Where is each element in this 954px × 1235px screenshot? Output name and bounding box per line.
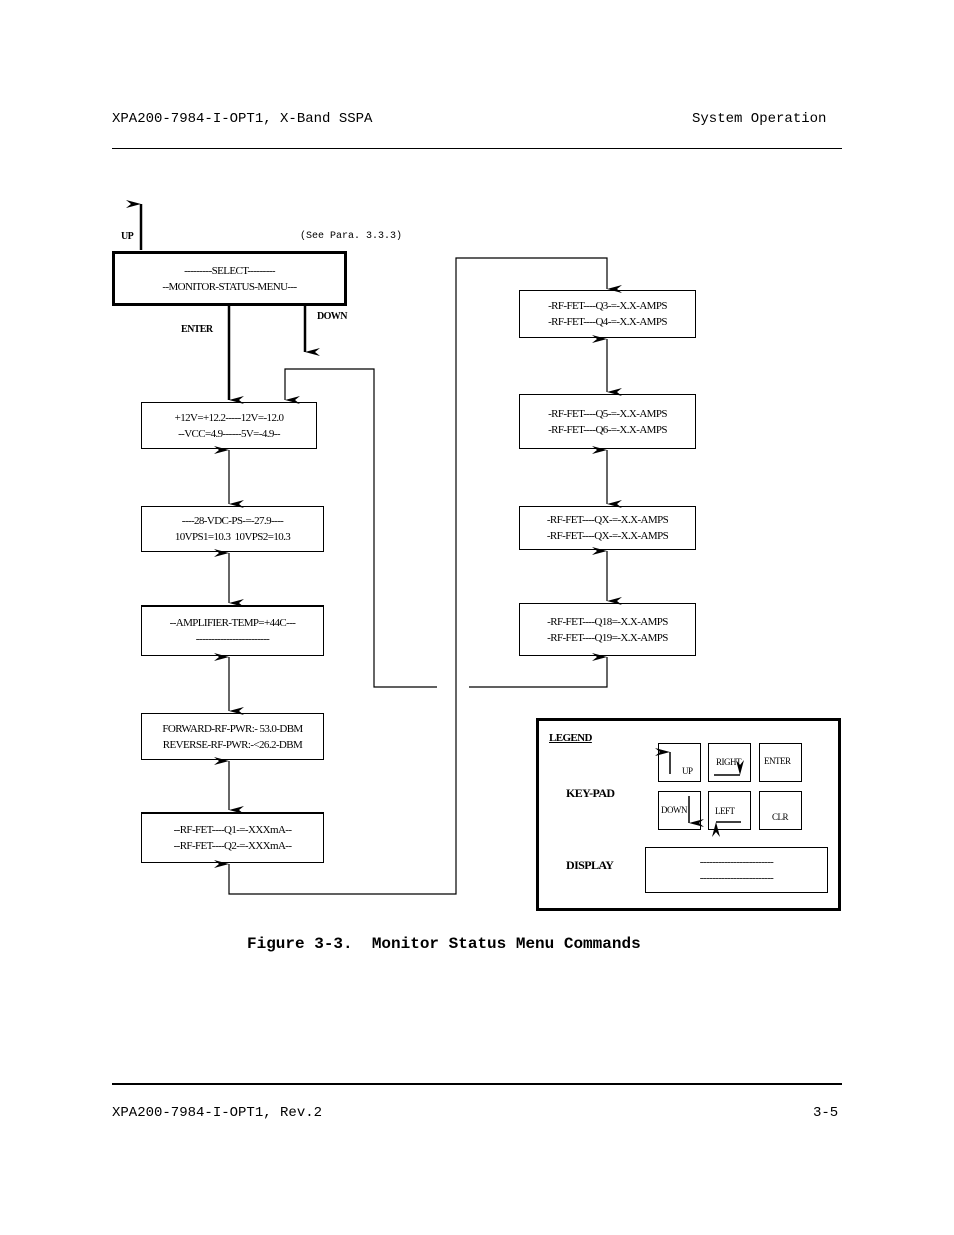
legend-box: [536, 718, 841, 911]
down-label: DOWN: [317, 311, 347, 322]
key-label: RIGHT: [716, 757, 742, 767]
display-line: ----28-VDC-PS-=-27.9----: [181, 515, 284, 527]
legend-display-sample: ------------------------ ----------------…: [645, 847, 828, 893]
key-label: ENTER: [764, 756, 791, 766]
display-line: FORWARD-RF-PWR:- 53.0-DBM: [162, 722, 303, 735]
header-rule: [112, 148, 842, 149]
header-section: System Operation: [692, 111, 827, 127]
display-line: -RF-FET----Q6-=-X.X-AMPS: [548, 423, 667, 436]
page-number: 3-5: [813, 1105, 839, 1121]
enter-label: ENTER: [181, 324, 213, 335]
display-line: -RF-FET----Q18=-X.X-AMPS: [547, 615, 668, 628]
display-line: -RF-FET----Q3-=-X.X-AMPS: [548, 300, 667, 312]
key-label: DOWN: [661, 805, 688, 815]
clr-key: CLR: [759, 791, 802, 830]
display-line: --MONITOR-STATUS-MENU---: [162, 280, 297, 293]
loop-arrow-right: [469, 653, 608, 688]
down-key: DOWN: [658, 791, 701, 830]
power-supply-display: ----28-VDC-PS-=-27.9---- 10VPS1=10.3 10VP…: [141, 506, 324, 552]
display-line: +12V=+12.2-----12V=-12.0: [174, 411, 284, 424]
display-line: --RF-FET----Q2-=-XXXmA--: [173, 840, 292, 852]
display-line: REVERSE-RF-PWR:-<26.2-DBM: [162, 738, 303, 751]
footer-rule: [112, 1083, 842, 1085]
return-arrow: [214, 257, 622, 895]
display-line: -RF-FET----Q19=-X.X-AMPS: [547, 631, 668, 644]
key-label: LEFT: [715, 806, 735, 816]
header-title: XPA200-7984-I-OPT1, X-Band SSPA: [112, 111, 373, 127]
footer-doc-id: XPA200-7984-I-OPT1, Rev.2: [112, 1105, 323, 1121]
display-label: DISPLAY: [566, 858, 614, 872]
up-label: UP: [121, 231, 134, 242]
rf-power-display: FORWARD-RF-PWR:- 53.0-DBM REVERSE-RF-PWR:…: [141, 713, 324, 760]
figure-caption: Figure 3-3. Monitor Status Menu Commands: [247, 935, 641, 953]
display-line: ---------SELECT---------: [184, 264, 275, 277]
up-key: UP: [658, 743, 701, 782]
voltage-display: +12V=+12.2-----12V=-12.0 --VCC=4.9------5…: [141, 402, 317, 449]
display-line: -RF-FET----Q4-=-X.X-AMPS: [548, 316, 667, 328]
select-menu-display: ---------SELECT--------- --MONITOR-STATUS…: [112, 251, 347, 306]
rf-fet-qx-display: -RF-FET----QX-=-X.X-AMPS -RF-FET----QX-=-…: [519, 506, 696, 550]
rf-fet-q5-q6-display: -RF-FET----Q5-=-X.X-AMPS -RF-FET----Q6-=-…: [519, 394, 696, 449]
rf-fet-q3-q4-display: -RF-FET----Q3-=-X.X-AMPS -RF-FET----Q4-=-…: [519, 290, 696, 338]
display-line: --AMPLIFIER-TEMP=+44C---: [169, 617, 296, 629]
display-line: ------------------------: [699, 856, 774, 868]
display-line: --VCC=4.9------5V=-4.9--: [178, 427, 280, 440]
display-line: -RF-FET----QX-=-X.X-AMPS: [546, 530, 669, 542]
display-line: -RF-FET----QX-=-X.X-AMPS: [546, 514, 669, 526]
display-line: 10VPS1=10.3 10VPS2=10.3: [174, 531, 291, 543]
rf-fet-q18-q19-display: -RF-FET----Q18=-X.X-AMPS -RF-FET----Q19=-…: [519, 603, 696, 656]
legend-title: LEGEND: [549, 732, 592, 744]
display-line: ------------------------: [699, 872, 774, 884]
rf-fet-q1-q2-display: --RF-FET----Q1-=-XXXmA-- --RF-FET----Q2-=…: [141, 812, 324, 863]
enter-key: ENTER: [759, 743, 802, 782]
right-key: RIGHT: [708, 743, 751, 782]
display-line: ------------------------: [195, 633, 270, 645]
left-key: LEFT: [708, 791, 751, 830]
key-label: UP: [682, 766, 693, 776]
see-para-note: (See Para. 3.3.3): [300, 231, 403, 242]
display-line: -RF-FET----Q5-=-X.X-AMPS: [548, 407, 667, 420]
key-label: CLR: [772, 812, 789, 822]
temperature-display: --AMPLIFIER-TEMP=+44C--- ----------------…: [141, 605, 324, 656]
keypad-label: KEY-PAD: [566, 786, 615, 800]
display-line: --RF-FET----Q1-=-XXXmA--: [173, 824, 292, 836]
